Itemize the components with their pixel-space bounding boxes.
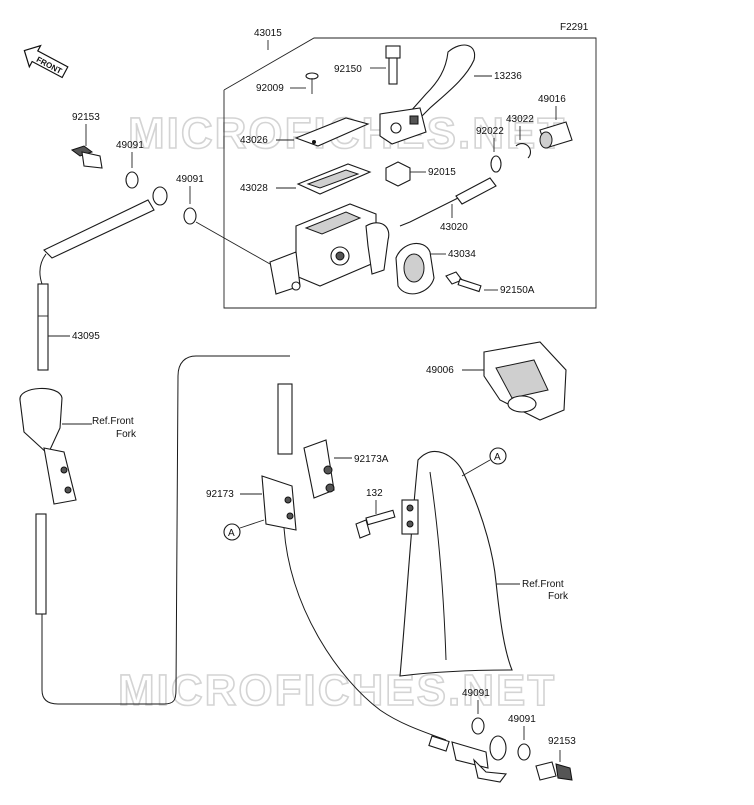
fork-guard (399, 450, 513, 677)
label-49091-b: 49091 (176, 174, 204, 185)
label-132: 132 (366, 488, 383, 499)
label-92022: 92022 (476, 126, 504, 137)
holder-92173A (303, 439, 335, 499)
ref-front-fork-1b: Fork (116, 429, 137, 440)
front-arrow-icon: FRONT (23, 44, 69, 79)
bolt-92150 (385, 45, 401, 85)
label-49016: 49016 (538, 94, 566, 105)
label-92150: 92150 (334, 64, 362, 75)
banjo-bolt-92153-top (70, 145, 103, 169)
ref-front-fork-2b: Fork (548, 591, 569, 602)
label-49091-d: 49091 (508, 714, 536, 725)
holder-92173 (261, 475, 297, 531)
master-cylinder-body (269, 203, 390, 295)
washer-49091-c (471, 717, 485, 735)
diaphragm-43028 (296, 163, 372, 195)
label-49091-a: 49091 (116, 140, 144, 151)
label-49091-c: 49091 (462, 688, 490, 699)
cap-43026 (294, 117, 370, 147)
bolt-132 (355, 509, 396, 539)
assembly-frame (223, 37, 597, 309)
callout-a-left (223, 523, 241, 541)
washer-49091-b (183, 207, 197, 225)
label-43095: 43095 (72, 331, 100, 342)
washer-49091-a (125, 171, 139, 189)
label-92153-bottom: 92153 (548, 736, 576, 747)
callout-a-right (489, 447, 507, 465)
boot-49016 (539, 121, 573, 149)
watermark-bottom: MICROFICHES.NET (118, 666, 556, 715)
label-13236: 13236 (494, 71, 522, 82)
label-92173A: 92173A (354, 454, 389, 465)
label-92173: 92173 (206, 489, 234, 500)
label-49006: 49006 (426, 365, 454, 376)
nut-92015 (385, 161, 411, 187)
label-43022: 43022 (506, 114, 534, 125)
banjo-fitting-lower (428, 735, 508, 783)
label-43026: 43026 (240, 135, 268, 146)
clamp-43034 (395, 242, 435, 295)
ref-front-fork-2a: Ref.Front (522, 579, 564, 590)
label-92009: 92009 (256, 83, 284, 94)
washer-49091-d (517, 743, 531, 761)
hose-mid-segment (277, 383, 293, 455)
bolt-92150A (445, 271, 482, 293)
piston-43020 (399, 177, 497, 227)
hose-down-route (283, 527, 447, 741)
label-43020: 43020 (440, 222, 468, 233)
hose-lower-segment (35, 513, 47, 615)
label-43028: 43028 (240, 183, 268, 194)
banjo-bolt-92153-bottom (535, 761, 573, 781)
figure-code: F2291 (560, 22, 589, 33)
label-92150A: 92150A (500, 285, 535, 296)
lever-13236 (379, 44, 476, 145)
clip-43022 (515, 142, 532, 159)
label-92153-top: 92153 (72, 112, 100, 123)
callout-a-right-text: A (494, 452, 501, 463)
ref-front-fork-1a: Ref.Front (92, 416, 134, 427)
label-92015: 92015 (428, 167, 456, 178)
hose-routing (41, 355, 290, 705)
hose-bracket-fork (19, 387, 77, 505)
brake-hose-43095 (37, 186, 168, 371)
callout-a-left-text: A (228, 528, 235, 539)
guard-49006 (483, 341, 567, 421)
label-43015: 43015 (254, 28, 282, 39)
label-43034: 43034 (448, 249, 476, 260)
screw-92009 (305, 72, 319, 94)
washer-92022 (490, 155, 502, 173)
